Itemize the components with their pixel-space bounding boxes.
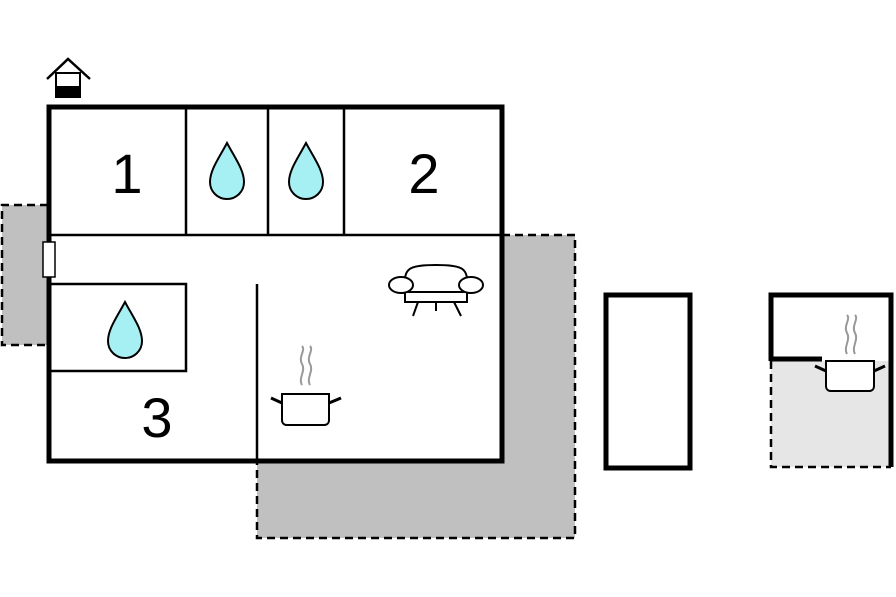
cooking-pot-icon	[814, 314, 886, 392]
main-house	[46, 104, 505, 464]
annex-walls	[768, 292, 894, 467]
room-3-label: 3	[141, 386, 172, 449]
room-1-label: 1	[111, 142, 142, 205]
door	[42, 241, 56, 278]
outbuilding	[603, 292, 693, 471]
sofa-icon	[388, 263, 484, 317]
annex	[768, 292, 894, 467]
terrace-main-outline	[255, 233, 577, 540]
terrace-left	[0, 203, 48, 347]
room-2-label: 2	[408, 142, 439, 205]
water-drop-icon	[208, 140, 246, 201]
terrace-annex-outline	[769, 361, 891, 469]
house-entrance-icon	[46, 57, 91, 98]
bathroom-3-walls	[47, 282, 188, 373]
cooking-pot-icon	[270, 345, 342, 426]
water-drop-icon	[106, 299, 144, 360]
water-drop-icon	[287, 140, 325, 201]
